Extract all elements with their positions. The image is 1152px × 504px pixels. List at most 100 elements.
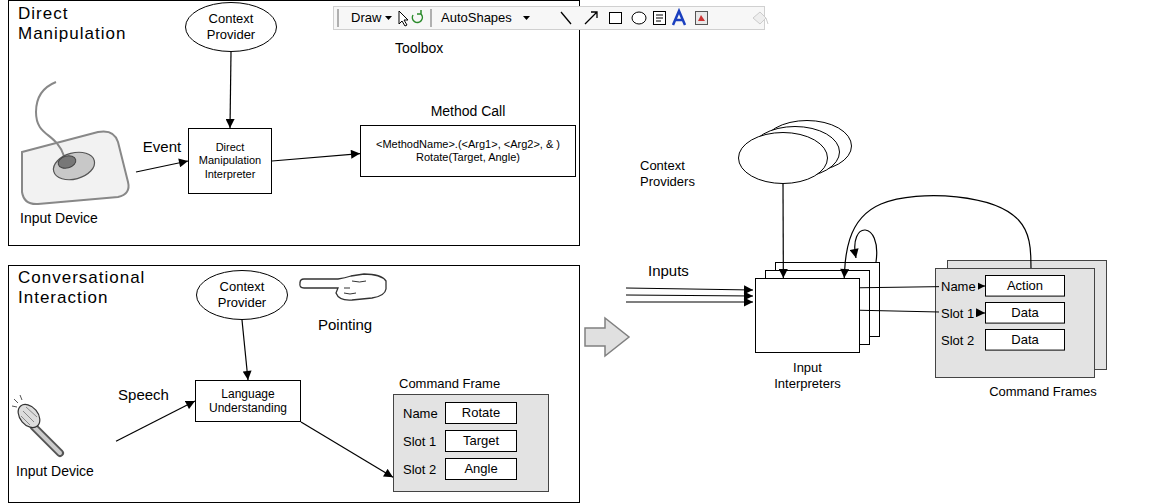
text-area: Target — [445, 430, 517, 452]
label-text: Data — [1011, 332, 1038, 348]
label-text: Conversational Interaction — [18, 268, 183, 309]
slot-field: Rotate — [445, 402, 517, 424]
text-holder: Conversational Interaction — [18, 268, 183, 309]
mic-handle-shine — [34, 427, 60, 453]
text-area: Direct Manipulation Interpreter — [188, 128, 272, 194]
connector-arrow — [242, 320, 248, 380]
label-text: AutoShapes — [441, 10, 512, 26]
self-loop-arrow — [855, 230, 877, 262]
text-area: Rotate — [445, 402, 517, 424]
understanding-box: Language Understanding — [195, 380, 301, 422]
textbox-icon — [654, 12, 666, 25]
pointing-hand — [300, 274, 386, 300]
input-device: Input Device — [12, 395, 116, 485]
input-line — [626, 301, 753, 302]
context-providers: Context Providers — [640, 114, 865, 202]
label-text: Slot 2 — [401, 462, 438, 478]
sound-lines — [12, 395, 22, 407]
edge-label-holder: Event — [141, 138, 183, 156]
panel-border — [9, 266, 580, 503]
context-provider: Context Provider — [196, 270, 288, 320]
input-device: Input Device — [16, 82, 136, 232]
text-holder: Name — [401, 406, 440, 422]
label-text: Slot 1 — [401, 434, 438, 450]
connector-arrow — [230, 52, 231, 128]
label-text: Rotate(Target, Angle) — [416, 151, 520, 164]
input-line — [626, 288, 753, 290]
toolbar: Draw AutoShapesToolbox — [333, 6, 765, 62]
text-holder: Slot 2 — [939, 333, 976, 349]
mouse-pad — [22, 131, 129, 204]
label-text: Context Providers — [640, 158, 720, 189]
frame-border — [936, 269, 1095, 378]
label-text: Input Device — [20, 210, 98, 227]
pointer-icon — [399, 11, 408, 26]
text-holder: AutoShapes — [441, 10, 512, 26]
method-call-box: <MethodName>.(<Arg1>, <Arg2>, & )Rotate(… — [360, 103, 576, 177]
box-border — [446, 431, 517, 452]
label-text: Action — [1007, 278, 1043, 294]
text-holder: Slot 2 — [401, 462, 438, 478]
interpreter-box: Direct Manipulation Interpreter — [188, 128, 272, 194]
rectangle-icon — [610, 13, 622, 24]
label-text: Name — [939, 279, 978, 295]
ellipse-outline — [197, 271, 288, 320]
command-frames: Command Frames NameSlot 1 Slot 2 ActionData… — [933, 256, 1113, 406]
mic-handle — [34, 427, 60, 453]
rotate-icon — [412, 10, 422, 22]
connector-arrow — [116, 401, 195, 441]
textbox-lines — [656, 15, 663, 21]
label-text: Slot 2 — [939, 333, 976, 349]
text-area: <MethodName>.(<Arg1>, <Arg2>, & )Rotate(… — [360, 125, 576, 177]
hand-fingers — [344, 281, 366, 294]
box-border — [446, 403, 517, 424]
mouse-button — [57, 154, 77, 170]
free-label: Inputs — [648, 262, 689, 280]
text-holder: Draw — [351, 10, 381, 26]
clipart-icon — [696, 12, 708, 25]
connector-arrow — [782, 184, 784, 278]
context-provider: Context Provider — [185, 2, 277, 52]
connector-arrow — [860, 310, 985, 313]
fill-bucket-icon — [753, 12, 768, 24]
toolbar-strip — [334, 7, 765, 30]
text-area: Context Provider — [185, 2, 277, 52]
text-holder: Context Providers — [640, 158, 720, 189]
text-holder: Toolbox — [395, 40, 443, 57]
connector-arrow — [272, 154, 360, 161]
text-holder: Input Interpreters — [765, 360, 850, 391]
input-interpreters: Input Interpreters — [752, 258, 887, 398]
box-border — [189, 129, 272, 194]
label-text: Slot 1 — [939, 306, 976, 322]
text-holder: Slot 1 — [939, 306, 976, 322]
label-text: <MethodName>.(<Arg1>, <Arg2>, & ) — [376, 138, 560, 151]
text-holder: Direct Manipulation — [18, 4, 148, 45]
wordart-icon — [673, 11, 685, 25]
label-text: Input Device — [16, 463, 94, 480]
box-border — [986, 303, 1065, 324]
box-border — [756, 279, 860, 353]
section-panel: Conversational Interaction Context Provid… — [8, 265, 580, 503]
connector-arrow — [301, 422, 393, 477]
text-area: Data — [985, 302, 1065, 324]
box-border — [986, 276, 1065, 297]
edge-label: Event — [141, 138, 183, 156]
connector-arrow — [860, 286, 985, 288]
edge-label: Speech — [116, 386, 171, 404]
slot-field: Target — [445, 430, 517, 452]
mic-head — [14, 400, 45, 431]
text-holder: Input Device — [16, 463, 94, 480]
text-area: Language Understanding — [195, 380, 301, 422]
toolbar-separator — [338, 9, 431, 27]
panel-border — [9, 1, 580, 246]
label-text: Draw — [351, 10, 381, 26]
text-holder: Command Frames — [973, 384, 1113, 400]
ellipse-outline — [739, 133, 828, 184]
label-holder: Inputs — [648, 262, 689, 280]
label-text: Target — [463, 433, 499, 449]
slot-field: Action — [985, 275, 1065, 297]
text-holder: Slot 1 — [401, 434, 438, 450]
connector-arrow — [844, 196, 1031, 278]
frame-border — [394, 395, 549, 492]
